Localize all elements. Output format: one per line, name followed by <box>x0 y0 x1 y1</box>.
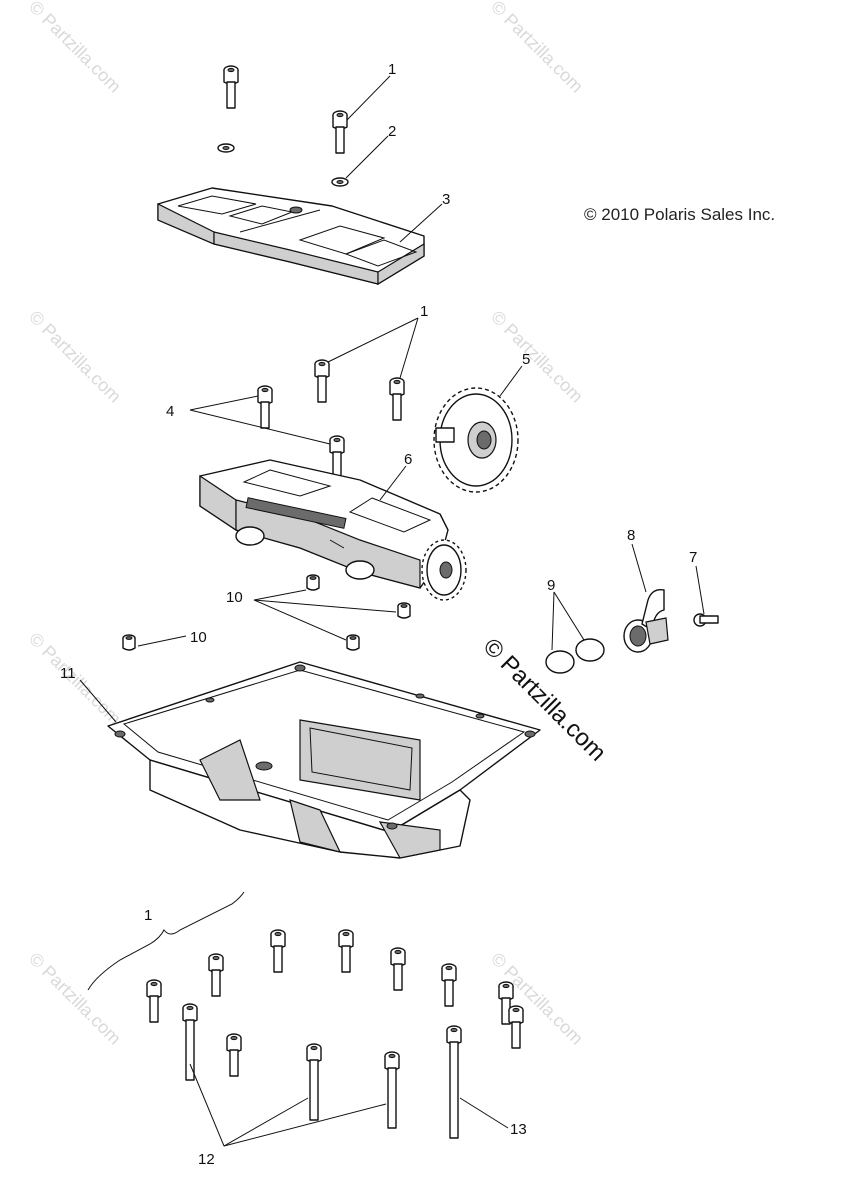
extra-long-bolt <box>446 1025 462 1139</box>
oil-pickup-group: 9 8 7 <box>545 527 719 674</box>
dowel <box>346 634 360 651</box>
watermark-4: © Partzilla.com <box>487 307 587 407</box>
bolt <box>390 947 406 991</box>
small-bolt <box>693 613 719 627</box>
baffle-plate <box>157 187 425 286</box>
bolt <box>508 1005 524 1049</box>
callout-12: 12 <box>198 1151 215 1168</box>
drive-gear <box>433 387 519 493</box>
callout-2: 2 <box>388 123 396 140</box>
bolt <box>332 110 348 154</box>
bolt <box>441 963 457 1007</box>
watermark-3: © Partzilla.com <box>25 307 125 407</box>
washer <box>217 143 235 153</box>
callout-1-mid: 1 <box>420 303 428 320</box>
callout-9: 9 <box>547 577 555 594</box>
watermark-6: © Partzilla.com <box>25 949 125 1049</box>
o-ring <box>575 638 605 662</box>
dowel-group: 10 10 <box>122 574 411 651</box>
pan-bolt-group: 1 12 13 <box>87 891 527 1168</box>
callout-1-bottom: 1 <box>144 907 152 924</box>
o-ring <box>545 650 575 674</box>
callout-7: 7 <box>689 549 697 566</box>
dowel <box>122 634 136 651</box>
dowel <box>306 574 320 591</box>
baffle-plate-group: 1 2 3 <box>157 61 450 286</box>
bolt <box>314 359 330 403</box>
callout-5: 5 <box>522 351 530 368</box>
copyright-text: © 2010 Polaris Sales Inc. <box>584 205 775 224</box>
bolt <box>270 929 286 973</box>
watermark-2: © Partzilla.com <box>487 0 587 97</box>
oil-pan <box>107 661 541 859</box>
long-bolt <box>182 1003 198 1081</box>
long-bolt <box>384 1051 400 1129</box>
callout-10-b: 10 <box>190 629 207 646</box>
callout-1-top: 1 <box>388 61 396 78</box>
callout-3: 3 <box>442 191 450 208</box>
pickup-elbow <box>623 589 669 653</box>
oil-pump-group: 1 4 5 6 <box>166 303 530 601</box>
bolt <box>257 385 273 429</box>
callout-11: 11 <box>60 665 76 682</box>
pump-gear <box>421 539 467 601</box>
bolt <box>338 929 354 973</box>
callout-13: 13 <box>510 1121 527 1138</box>
watermark-1: © Partzilla.com <box>25 0 125 97</box>
long-bolt <box>306 1043 322 1121</box>
callout-4: 4 <box>166 403 174 420</box>
oil-pump <box>199 459 449 589</box>
bolt <box>329 435 345 479</box>
callout-6: 6 <box>404 451 412 468</box>
washer <box>331 177 349 187</box>
dowel <box>397 602 411 619</box>
bolt <box>223 65 239 109</box>
bolt <box>226 1033 242 1077</box>
bolt <box>146 979 162 1023</box>
bolt <box>389 377 405 421</box>
callout-8: 8 <box>627 527 635 544</box>
callout-10-a: 10 <box>226 589 243 606</box>
bolt <box>208 953 224 997</box>
